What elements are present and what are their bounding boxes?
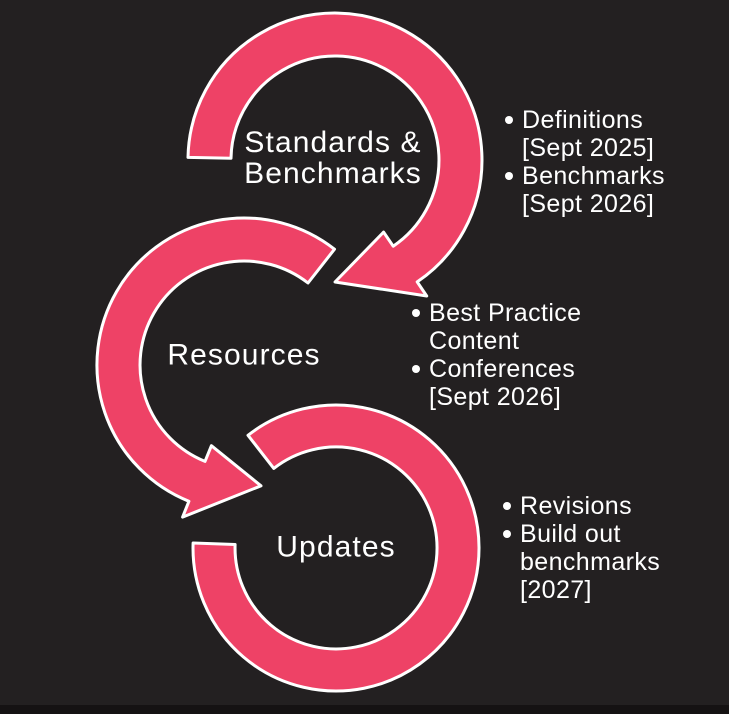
bullet-dot-icon <box>503 530 511 538</box>
bullet-line: Conferences <box>429 355 576 383</box>
bullet-line: [2027] <box>520 576 592 604</box>
title-line: Resources <box>167 338 321 372</box>
step-title-standards-benchmarks: Standards & Benchmarks <box>244 127 422 189</box>
bullet-dot-icon <box>412 309 420 317</box>
top-cycle-arrow <box>186 11 484 298</box>
bullet-item: Best Practice Content <box>412 299 581 355</box>
bullet-line: Definitions <box>522 106 644 134</box>
middle-cycle-arrow <box>95 216 336 519</box>
bullet-dot-icon <box>505 172 513 180</box>
title-line: Benchmarks <box>244 157 422 190</box>
bullet-dot-icon <box>503 502 511 510</box>
bottom-cycle-ring <box>191 403 481 693</box>
bullet-list-resources: Best Practice Content Conferences [Sept … <box>412 299 581 411</box>
bullet-item: Build out benchmarks [2027] <box>503 520 660 604</box>
bullet-line: Benchmarks <box>522 162 665 190</box>
bullet-line: Revisions <box>520 492 632 520</box>
title-line: Updates <box>276 530 396 564</box>
bullet-list-updates: Revisions Build out benchmarks [2027] <box>503 492 660 604</box>
bullet-list-standards-benchmarks: Definitions [Sept 2025] Benchmarks [Sept… <box>505 106 665 218</box>
bullet-line: [Sept 2026] <box>429 383 562 411</box>
bullet-line: Content <box>429 327 520 355</box>
bullet-dot-icon <box>412 365 420 373</box>
bullet-line: Build out <box>520 520 621 548</box>
step-title-resources: Resources <box>167 340 320 371</box>
title-line: Standards & <box>244 126 422 159</box>
step-title-updates: Updates <box>276 532 395 563</box>
bullet-line: benchmarks <box>520 548 661 576</box>
bullet-dot-icon <box>505 116 513 124</box>
bullet-item: Benchmarks [Sept 2026] <box>505 162 665 218</box>
slide-bottom-edge <box>0 705 729 714</box>
bullet-item: Revisions <box>503 492 660 520</box>
bullet-item: Definitions [Sept 2025] <box>505 106 665 162</box>
bullet-line: [Sept 2025] <box>522 134 655 162</box>
bullet-line: [Sept 2026] <box>522 190 655 218</box>
bullet-line: Best Practice <box>429 299 582 327</box>
bullet-item: Conferences [Sept 2026] <box>412 355 581 411</box>
